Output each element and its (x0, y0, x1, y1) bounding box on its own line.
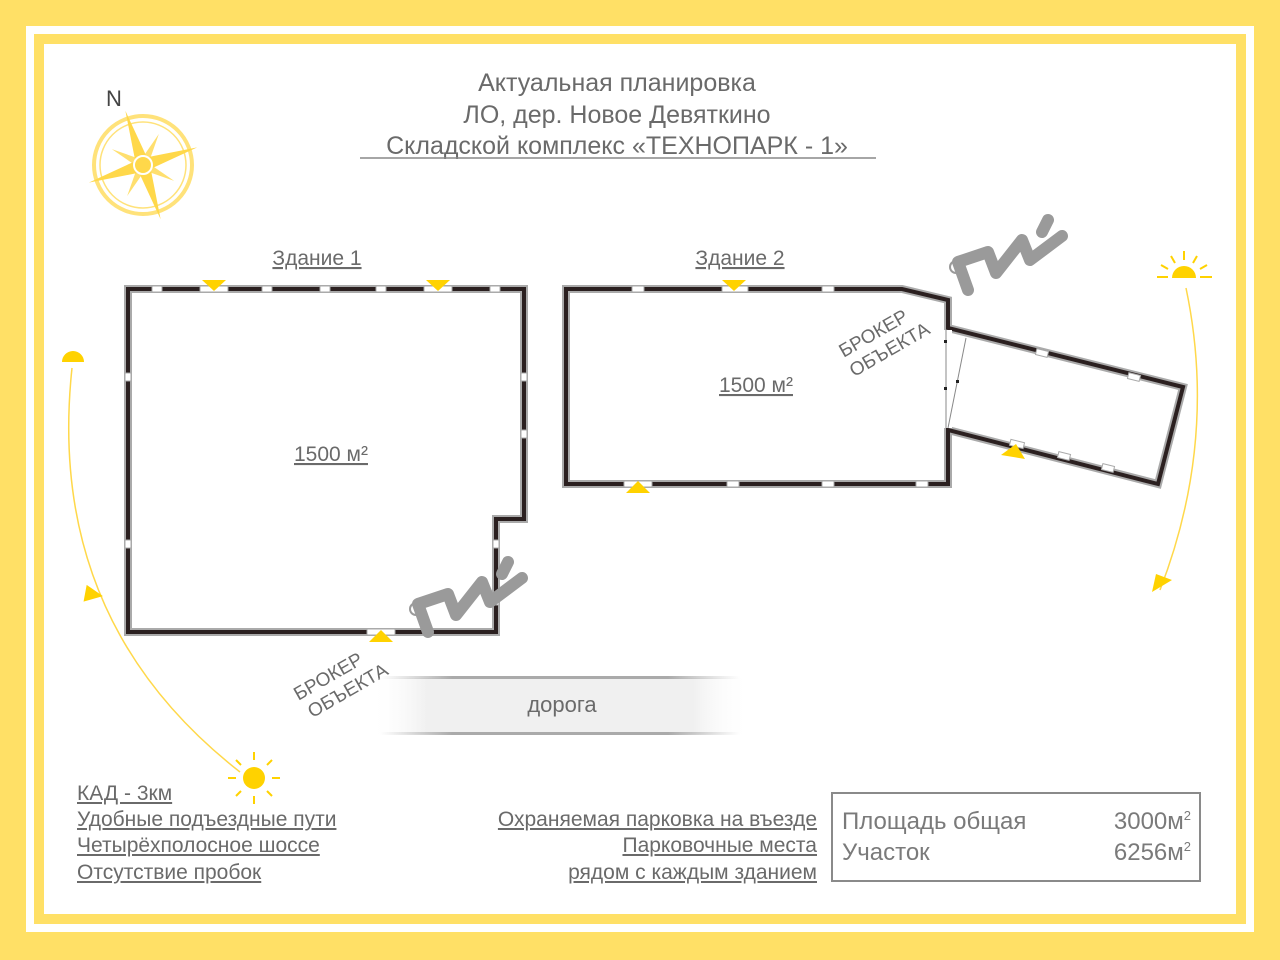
plot-area-value: 6256м (1113, 839, 1184, 866)
entrance-markers (202, 280, 450, 642)
compass-rose-icon: N (88, 86, 198, 220)
canvas (44, 44, 1236, 914)
broker-logo-icon (949, 214, 1068, 296)
feature-kad: КАД - 3км (77, 782, 173, 805)
broker-logo-icon (409, 556, 528, 638)
building-1-area: 1500 м² (294, 443, 368, 466)
entrance-markers (626, 280, 1025, 493)
building-2-label: Здание 2 (695, 247, 784, 270)
road-label: дорога (527, 692, 597, 717)
area-summary-box: Площадь общая 3000м2 Участок 6256м2 (831, 792, 1201, 882)
feature-access-roads: Удобные подъездные пути (77, 808, 337, 831)
plot-area-label: Участок (842, 839, 930, 866)
title-line-2: ЛО, дер. Новое Девяткино (463, 101, 770, 129)
sun-icon (228, 752, 280, 804)
sun-path-left (62, 351, 241, 773)
feature-highway: Четырёхполосное шоссе (77, 834, 320, 857)
sunrise-icon (62, 351, 84, 362)
building-2-area: 1500 м² (719, 374, 793, 397)
feature-parking-spots: Парковочные места (622, 834, 817, 857)
road: дорога (370, 676, 750, 735)
total-area-value: 3000м (1113, 808, 1184, 835)
sun-path-right (1152, 287, 1199, 592)
feature-guarded-parking: Охраняемая парковка на въезде (497, 808, 817, 831)
feature-near-buildings: рядом с каждым зданием (568, 861, 817, 884)
total-area-label: Площадь общая (842, 808, 1027, 835)
building-2-outline[interactable] (562, 280, 1188, 493)
sunset-icon (1157, 251, 1212, 278)
broker-watermark-top: БРОКЕР ОБЪЕКТА (836, 306, 934, 381)
building-1-label: Здание 1 (272, 247, 361, 270)
north-label: N (106, 86, 122, 111)
building-1-outline[interactable] (124, 280, 528, 642)
title-line-1: Актуальная планировка (478, 69, 756, 97)
title-line-3: Складской комплекс «ТЕХНОПАРК - 1» (386, 132, 848, 160)
feature-no-traffic: Отсутствие пробок (77, 861, 262, 884)
